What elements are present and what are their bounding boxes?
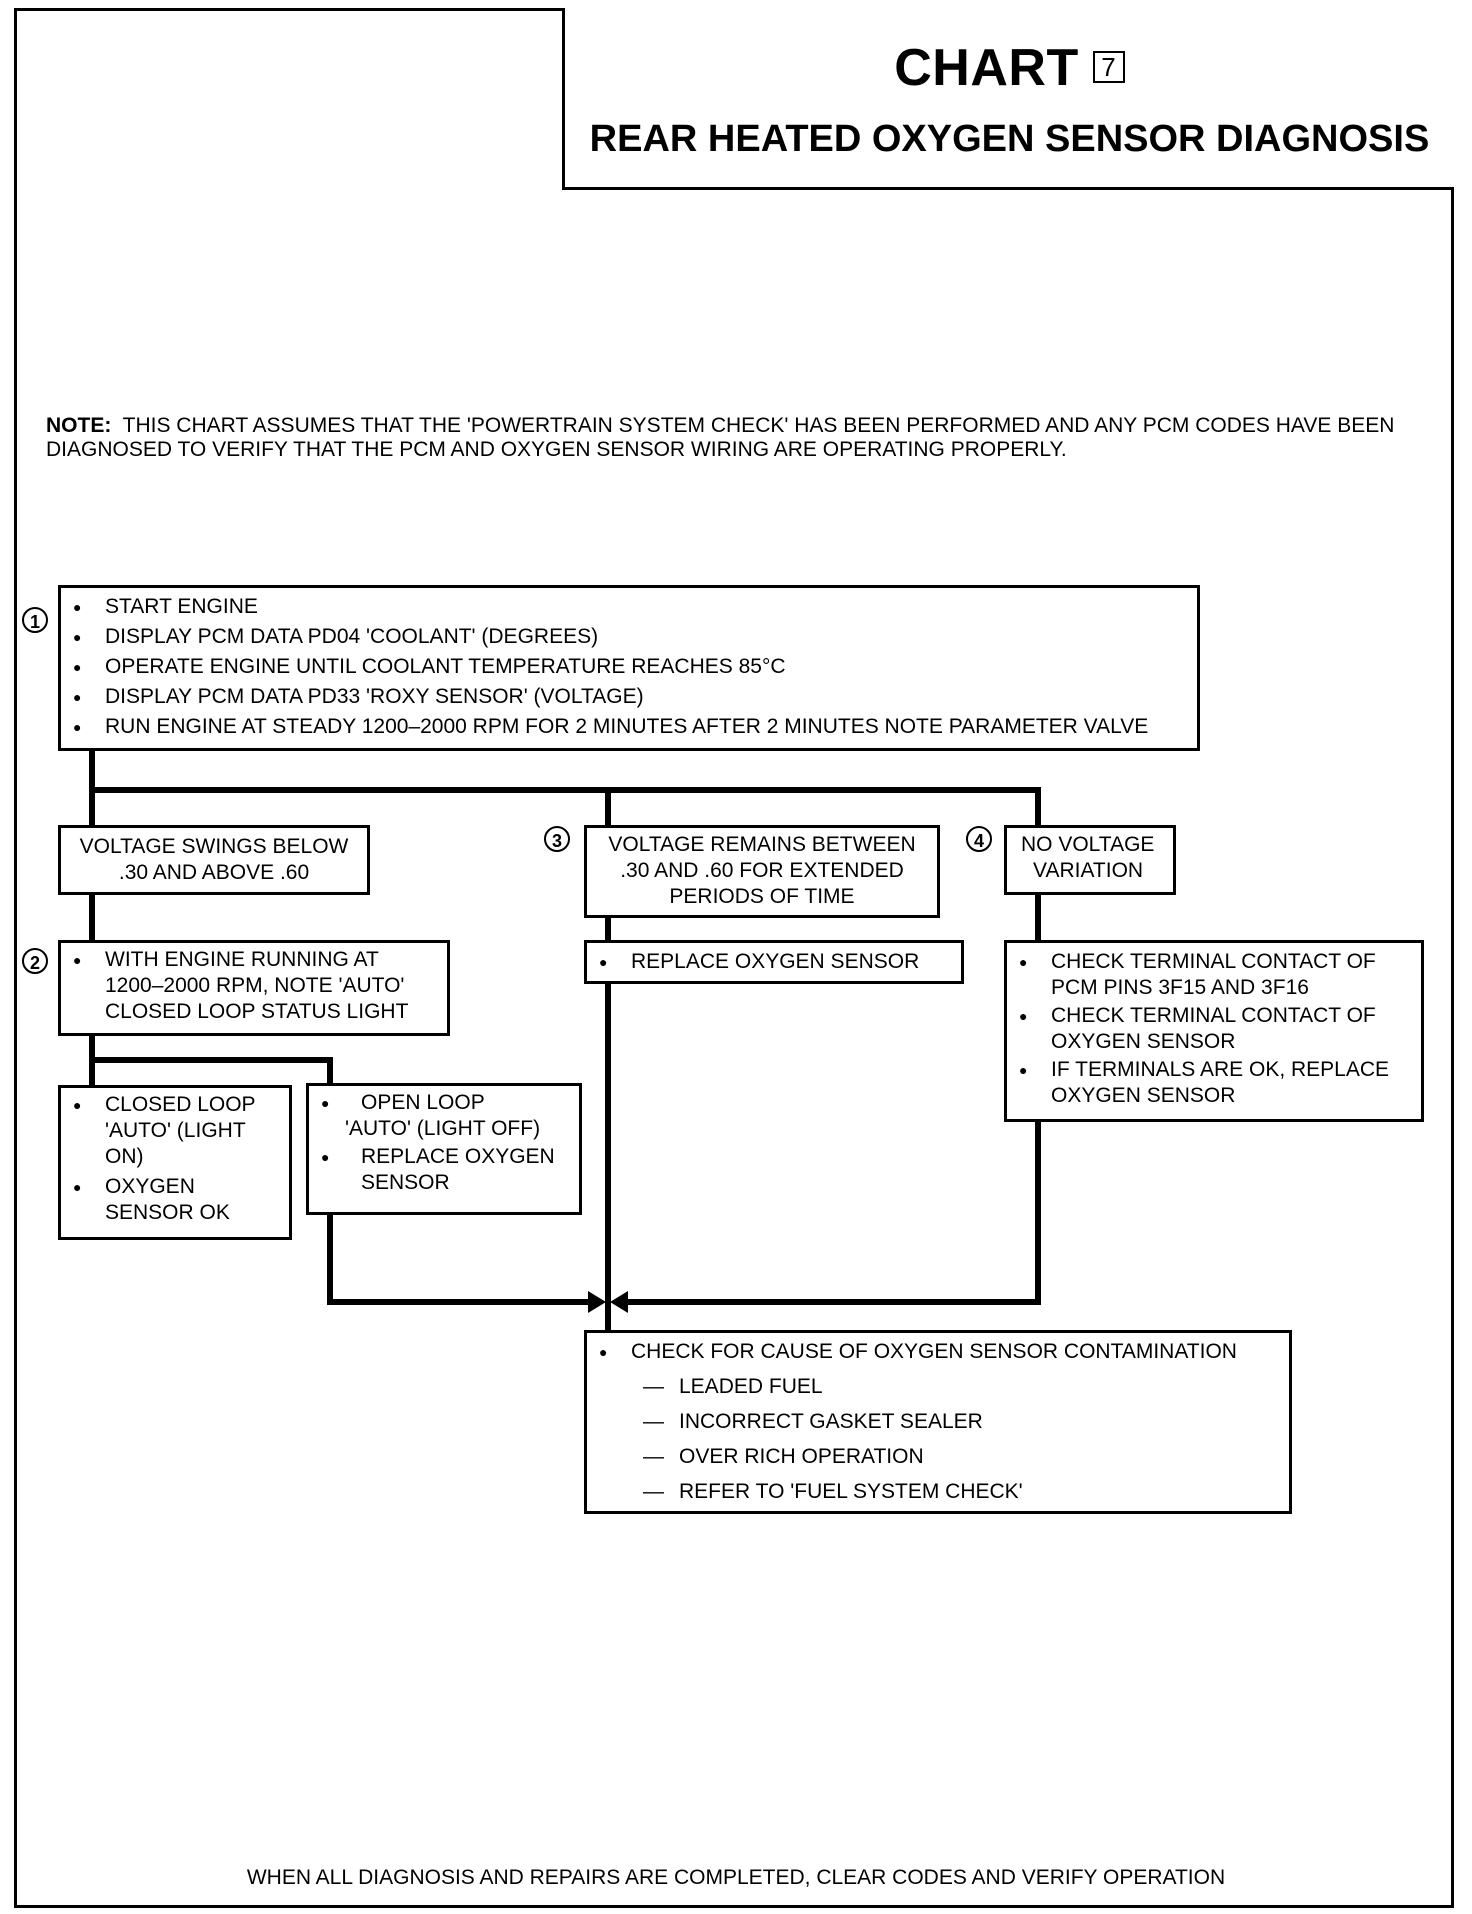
step3-line: .30 AND .60 FOR EXTENDED [620, 859, 904, 882]
step1-item: DISPLAY PCM DATA PD04 'COOLANT' (DEGREES… [61, 624, 1197, 650]
step-number-3: 3 [544, 826, 570, 852]
step3-line: PERIODS OF TIME [669, 885, 855, 908]
note-text: THIS CHART ASSUMES THAT THE 'POWERTRAIN … [46, 414, 1395, 461]
arrowhead-left [588, 1291, 606, 1313]
contamination-cause: REFER TO 'FUEL SYSTEM CHECK' [587, 1479, 1289, 1505]
contamination-header: CHECK FOR CAUSE OF OXYGEN SENSOR CONTAMI… [587, 1339, 1289, 1365]
footer-instruction: WHEN ALL DIAGNOSIS AND REPAIRS ARE COMPL… [246, 1866, 1226, 1889]
closed-loop-item: OXYGEN SENSOR OK [61, 1174, 283, 1226]
closed-loop-box: CLOSED LOOP 'AUTO' (LIGHT ON) OXYGEN SEN… [58, 1085, 292, 1240]
closed-loop-item: CLOSED LOOP 'AUTO' (LIGHT ON) [61, 1092, 283, 1170]
open-loop-item: OPEN LOOP 'AUTO' (LIGHT OFF) [309, 1090, 579, 1142]
step4-box: NO VOLTAGE VARIATION [1004, 825, 1176, 895]
replace-sensor-item: REPLACE OXYGEN SENSOR [587, 949, 961, 975]
contamination-cause: INCORRECT GASKET SEALER [587, 1409, 1289, 1435]
step4-line: NO VOLTAGE [1021, 833, 1155, 856]
note-label: NOTE: [46, 414, 112, 437]
open-loop-box: OPEN LOOP 'AUTO' (LIGHT OFF) REPLACE OXYG… [306, 1083, 582, 1215]
chart-subtitle: REAR HEATED OXYGEN SENSOR DIAGNOSIS [589, 118, 1430, 160]
chart-word: CHART [894, 39, 1079, 97]
connector-step1-branches [89, 747, 1041, 829]
chart-title: CHART 7 [565, 38, 1454, 98]
step-number-4: 4 [966, 826, 992, 852]
terminals-box: CHECK TERMINAL CONTACT OF PCM PINS 3F15 … [1004, 940, 1424, 1122]
step-number-2: 2 [22, 948, 48, 974]
step2-box: WITH ENGINE RUNNING AT 1200–2000 RPM, NO… [58, 940, 450, 1036]
title-box: CHART 7 REAR HEATED OXYGEN SENSOR DIAGNOS… [562, 8, 1454, 190]
terminal-item: IF TERMINALS ARE OK, REPLACE OXYGEN SENS… [1007, 1057, 1413, 1109]
swings-line: VOLTAGE SWINGS BELOW [79, 835, 349, 858]
step3-box: VOLTAGE REMAINS BETWEEN .30 AND .60 FOR … [584, 825, 940, 918]
note: NOTE: THIS CHART ASSUMES THAT THE 'POWER… [46, 414, 1406, 462]
step4-line: VARIATION [1033, 859, 1144, 882]
chart-number: 7 [1092, 51, 1125, 84]
contamination-cause: LEADED FUEL [587, 1374, 1289, 1400]
step1-item: OPERATE ENGINE UNTIL COOLANT TEMPERATURE… [61, 654, 1197, 680]
connector-merge [327, 980, 1041, 1333]
step1-item: START ENGINE [61, 594, 1197, 620]
step1-item: DISPLAY PCM DATA PD33 'ROXY SENSOR' (VOL… [61, 684, 1197, 710]
step1-item: RUN ENGINE AT STEADY 1200–2000 RPM FOR 2… [61, 714, 1197, 740]
open-loop-line: 'AUTO' (LIGHT OFF) [345, 1117, 541, 1140]
connector-step2-branches [89, 1031, 333, 1089]
contamination-cause: OVER RICH OPERATION [587, 1444, 1289, 1470]
arrowhead-right [610, 1291, 628, 1313]
contamination-box: CHECK FOR CAUSE OF OXYGEN SENSOR CONTAMI… [584, 1330, 1292, 1514]
open-loop-line: OPEN LOOP [361, 1091, 485, 1114]
terminal-item: CHECK TERMINAL CONTACT OF OXYGEN SENSOR [1007, 1003, 1413, 1055]
open-loop-item: REPLACE OXYGEN SENSOR [309, 1144, 579, 1196]
step-number-1: 1 [22, 607, 48, 633]
terminal-item: CHECK TERMINAL CONTACT OF PCM PINS 3F15 … [1007, 949, 1413, 1001]
swings-line: .30 AND ABOVE .60 [118, 861, 310, 884]
step3-line: VOLTAGE REMAINS BETWEEN [608, 833, 916, 856]
voltage-swings-box: VOLTAGE SWINGS BELOW .30 AND ABOVE .60 [58, 825, 370, 895]
replace-sensor-box: REPLACE OXYGEN SENSOR [584, 940, 964, 984]
step1-box: START ENGINE DISPLAY PCM DATA PD04 'COOL… [58, 585, 1200, 751]
step2-text: WITH ENGINE RUNNING AT 1200–2000 RPM, NO… [61, 947, 437, 1025]
